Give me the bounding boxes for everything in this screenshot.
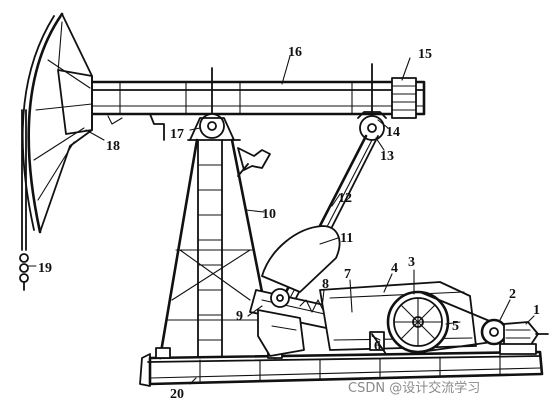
base-frame bbox=[139, 350, 544, 387]
motor bbox=[499, 321, 549, 355]
callout-labels: 1 2 3 4 5 6 7 8 9 10 11 12 13 14 15 16 1… bbox=[38, 45, 540, 402]
label-11: 11 bbox=[340, 231, 353, 246]
label-4: 4 bbox=[391, 261, 398, 276]
label-3: 3 bbox=[408, 255, 415, 270]
bridle-hanger bbox=[19, 109, 29, 291]
lubricator bbox=[237, 147, 271, 177]
label-6: 6 bbox=[374, 339, 381, 354]
equalizer-bearing bbox=[357, 111, 387, 141]
label-8: 8 bbox=[322, 277, 329, 292]
label-5: 5 bbox=[452, 319, 459, 334]
horse-head bbox=[21, 12, 93, 234]
label-17: 17 bbox=[170, 127, 184, 142]
label-9: 9 bbox=[236, 309, 243, 324]
center-bearing bbox=[189, 113, 235, 141]
label-2: 2 bbox=[509, 287, 516, 302]
label-12: 12 bbox=[338, 191, 352, 206]
label-1: 1 bbox=[533, 303, 540, 318]
leader-lines bbox=[27, 55, 535, 385]
label-14: 14 bbox=[386, 125, 400, 140]
large-pulley bbox=[386, 290, 450, 354]
watermark-text: CSDN @设计交流学习 bbox=[348, 380, 480, 396]
label-19: 19 bbox=[38, 261, 52, 276]
label-7: 7 bbox=[344, 267, 351, 282]
label-18: 18 bbox=[106, 139, 120, 154]
motor-pulley bbox=[480, 318, 508, 346]
label-16: 16 bbox=[288, 45, 302, 60]
label-13: 13 bbox=[380, 149, 394, 164]
walking-beam bbox=[86, 63, 426, 141]
label-10: 10 bbox=[262, 207, 276, 222]
label-20: 20 bbox=[170, 387, 184, 402]
v-belt bbox=[419, 291, 493, 353]
label-15: 15 bbox=[418, 47, 432, 62]
